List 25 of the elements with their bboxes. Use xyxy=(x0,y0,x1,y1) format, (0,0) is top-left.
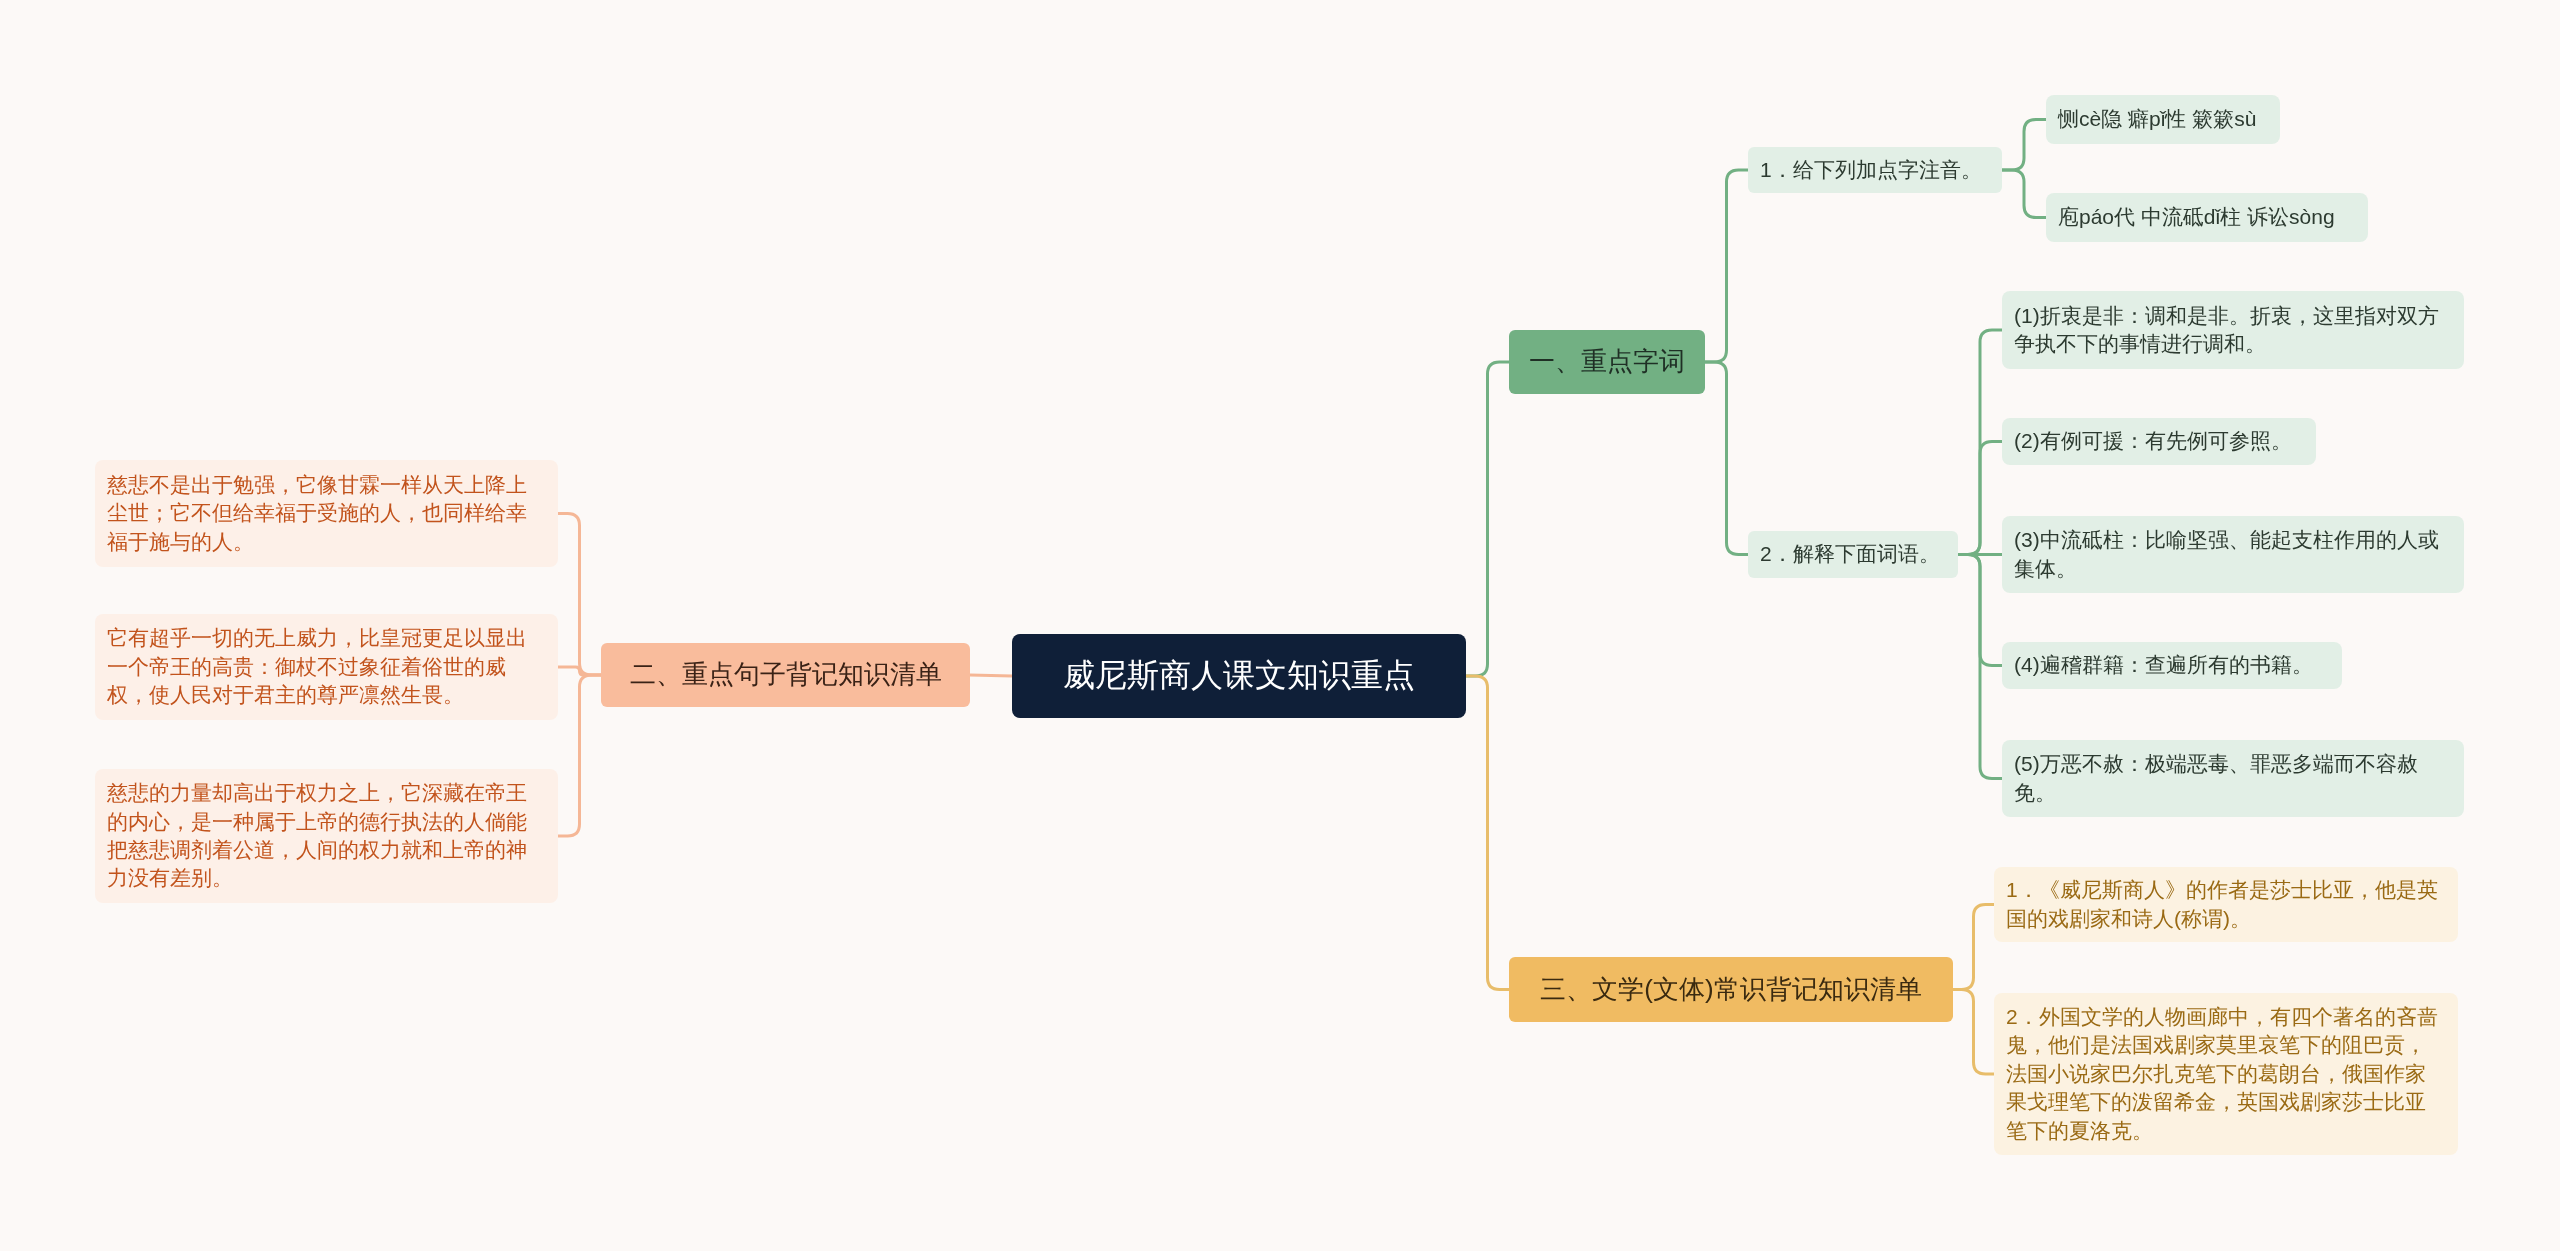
topic-card: 慈悲不是出于勉强，它像甘霖一样从天上降上尘世；它不但给幸福于受施的人，也同样给幸福于施与的人。 xyxy=(95,460,558,567)
connector-line xyxy=(1466,674,1509,991)
connector-line xyxy=(1705,360,1748,556)
topic-card: (4)遍稽群籍：查遍所有的书籍。 xyxy=(2002,642,2342,689)
topic-card: 恻cè隐 癖pǐ性 簌簌sù xyxy=(2046,95,2280,144)
topic-card: 2．外国文学的人物画廊中，有四个著名的吝啬鬼，他们是法国戏剧家莫里哀笔下的阻巴贡，法国小说家巴尔扎克笔下的葛朗台，俄国作家果戈理笔下的泼留希金，英国戏剧家莎士比亚笔下的夏洛克。 xyxy=(1994,993,2458,1155)
subtopic-card: 1．给下列加点字注音。 xyxy=(1748,147,2002,193)
branch-topic: 二、重点句子背记知识清单 xyxy=(601,643,970,707)
branch-topic: 一、重点字词 xyxy=(1509,330,1705,394)
connector-line xyxy=(558,673,601,838)
topic-card: 慈悲的力量却高出于权力之上，它深藏在帝王的内心，是一种属于上帝的德行执法的人倘能把慈悲调剂着公道，人间的权力就和上帝的神力没有差别。 xyxy=(95,769,558,903)
topic-card: 庖páo代 中流砥dǐ柱 诉讼sòng xyxy=(2046,193,2368,242)
connector-line xyxy=(1958,553,2002,780)
topic-card: 1．《威尼斯商人》的作者是莎士比亚，他是英国的戏剧家和诗人(称谓)。 xyxy=(1994,867,2458,942)
topic-card: 它有超乎一切的无上威力，比皇冠更足以显出一个帝王的高贵：御杖不过象征着俗世的威权，使人民对于君主的尊严凛然生畏。 xyxy=(95,614,558,720)
topic-card: (1)折衷是非：调和是非。折衷，这里指对双方争执不下的事情进行调和。 xyxy=(2002,291,2464,369)
connector-line xyxy=(1953,988,1994,1076)
topic-card: (3)中流砥柱：比喻坚强、能起支柱作用的人或集体。 xyxy=(2002,516,2464,593)
subtopic-card: 2．解释下面词语。 xyxy=(1748,531,1958,578)
connector-line xyxy=(2002,168,2046,219)
topic-card: (5)万恶不赦：极端恶毒、罪恶多端而不容赦免。 xyxy=(2002,740,2464,817)
central-topic: 威尼斯商人课文知识重点 xyxy=(1012,634,1466,718)
connector-line xyxy=(969,673,1013,678)
topic-card: (2)有例可援：有先例可参照。 xyxy=(2002,418,2316,465)
branch-topic: 三、文学(文体)常识背记知识清单 xyxy=(1509,957,1953,1022)
